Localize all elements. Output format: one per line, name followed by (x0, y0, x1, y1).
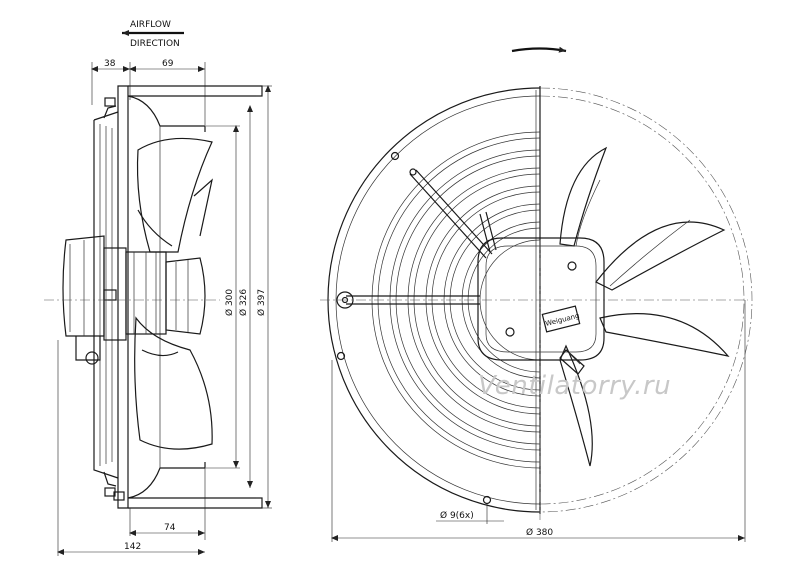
dimension-hole: Ø 9(6x) (436, 504, 504, 524)
watermark: Ventilatorry.ru (478, 371, 671, 401)
airflow-label: AIRFLOW (130, 20, 171, 30)
front-view: Weiguang Ø 9(6x) Ø 380 (320, 46, 753, 542)
dim-d397: Ø 397 (256, 289, 267, 316)
dimension-380: Ø 380 (331, 300, 746, 542)
rotation-arrow-icon (511, 46, 567, 53)
dim-74: 74 (164, 523, 176, 533)
dim-69: 69 (162, 59, 174, 69)
dim-38: 38 (104, 59, 116, 69)
dim-d300: Ø 300 (224, 289, 235, 316)
dim-d380: Ø 380 (526, 527, 553, 538)
dim-142: 142 (124, 542, 141, 552)
dimension-38-69: 38 69 (91, 59, 206, 125)
dim-d9: Ø 9(6x) (440, 510, 474, 521)
side-view: 38 69 (44, 59, 272, 556)
airflow-indicator: AIRFLOW DIRECTION (122, 20, 184, 49)
motor-label: Weiguang (545, 312, 581, 328)
dim-d326: Ø 326 (238, 289, 249, 316)
direction-label: DIRECTION (130, 39, 180, 49)
dimension-diameters: Ø 300 Ø 326 Ø 397 (206, 85, 272, 509)
dimension-74-142: 74 142 (57, 340, 206, 556)
